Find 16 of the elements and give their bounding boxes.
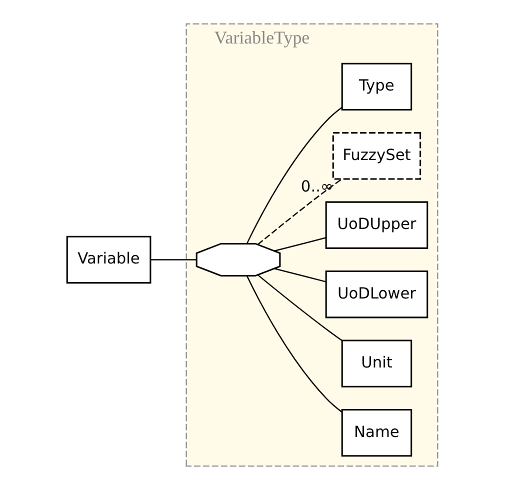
connector [256,178,342,246]
node-octagon [195,242,280,277]
connector [246,106,342,244]
node-box: UoDLower [324,270,428,318]
node-box: FuzzySet [332,132,421,180]
connector [256,274,342,341]
connector [274,237,326,252]
node-box: Type [340,62,412,111]
connector [150,259,196,260]
node-box: Unit [340,340,412,388]
node-box: UoDUpper [324,201,428,249]
connector [274,268,326,282]
connector [246,276,342,413]
node-box: Variable [66,236,151,284]
node-label: 0..∞ [300,177,333,196]
node-box: Name [340,408,412,457]
